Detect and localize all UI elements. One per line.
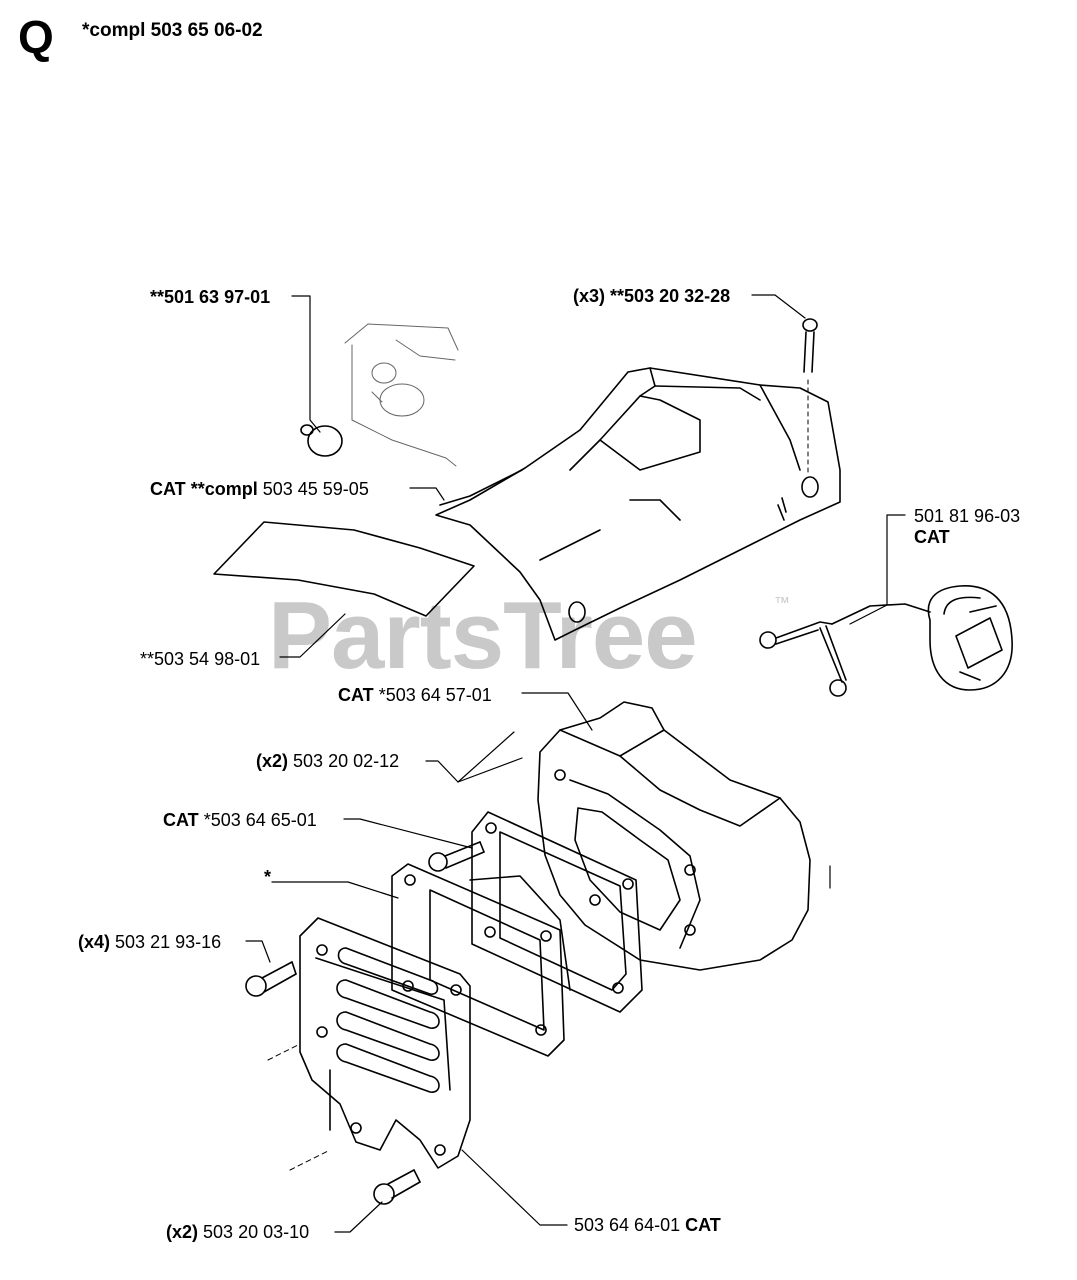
label-fuel-cap-cat: CAT bbox=[914, 527, 950, 547]
gasket-part bbox=[471, 811, 643, 1013]
label-plate-screw-qty: (x4) bbox=[78, 932, 111, 952]
label-plate-screw: (x4) 503 21 93-16 bbox=[78, 933, 221, 951]
label-cover-plug: **501 63 97-01 bbox=[150, 287, 271, 307]
label-plate-screw-number: 503 21 93-16 bbox=[115, 932, 222, 952]
bottom-screw-part bbox=[289, 1149, 421, 1205]
label-bottom-screw-number: 503 20 03-10 bbox=[203, 1222, 310, 1242]
muffler-screw-part bbox=[428, 841, 485, 872]
label-bottom-screw-qty: (x2) bbox=[166, 1222, 199, 1242]
fuel-cap-part bbox=[759, 585, 1013, 697]
leader-lines bbox=[245, 294, 906, 1233]
cooling-plate-part bbox=[299, 917, 471, 1169]
watermark-logo: PartsTree bbox=[268, 582, 698, 689]
label-cover-screw-number: **503 20 32-28 bbox=[610, 286, 731, 306]
label-muffler-screw-qty: (x2) bbox=[256, 751, 289, 771]
decal-part bbox=[213, 521, 475, 617]
cylinder-cover-part bbox=[435, 367, 841, 641]
label-cover-screw-qty: (x3) bbox=[573, 286, 606, 306]
label-muffler-screw: (x2) 503 20 02-12 bbox=[256, 752, 399, 770]
muffler-part bbox=[537, 701, 831, 971]
label-decal: **503 54 98-01 bbox=[140, 649, 261, 669]
label-cylinder-cover-cat: CAT bbox=[150, 479, 186, 499]
assembly-title: *compl 503 65 06-02 bbox=[82, 20, 263, 41]
label-gasket-cat: CAT bbox=[163, 810, 199, 830]
trademark-symbol: ™ bbox=[774, 595, 790, 612]
cover-screw-part bbox=[802, 318, 818, 476]
label-cylinder-cover-compl: **compl bbox=[190, 479, 258, 499]
label-muffler-number: *503 64 57-01 bbox=[378, 685, 492, 705]
label-gasket: CAT *503 64 65-01 bbox=[163, 811, 317, 829]
plate-screw-part bbox=[245, 961, 301, 1061]
label-fuel-cap-number: 501 81 96-03 bbox=[914, 506, 1021, 526]
label-star-part: * bbox=[264, 867, 272, 887]
label-bottom-screw: (x2) 503 20 03-10 bbox=[166, 1223, 309, 1241]
label-cylinder-cover-number: 503 45 59-05 bbox=[262, 479, 369, 499]
label-cover-screw: (x3) **503 20 32-28 bbox=[573, 287, 730, 305]
label-cooling-plate-number: 503 64 64-01 bbox=[574, 1215, 681, 1235]
label-muffler-screw-number: 503 20 02-12 bbox=[293, 751, 400, 771]
chainsaw-body-sketch bbox=[344, 323, 459, 467]
label-cooling-plate: 503 64 64-01 CAT bbox=[574, 1216, 721, 1234]
section-letter: Q bbox=[18, 11, 54, 63]
cover-plug-part bbox=[300, 424, 343, 457]
label-muffler-cat: CAT bbox=[338, 685, 374, 705]
label-muffler: CAT *503 64 57-01 bbox=[338, 686, 492, 704]
spark-arrestor-part bbox=[391, 863, 571, 1057]
label-gasket-number: *503 64 65-01 bbox=[203, 810, 317, 830]
label-cylinder-cover: CAT **compl 503 45 59-05 bbox=[150, 480, 369, 498]
label-cooling-plate-cat: CAT bbox=[685, 1215, 721, 1235]
